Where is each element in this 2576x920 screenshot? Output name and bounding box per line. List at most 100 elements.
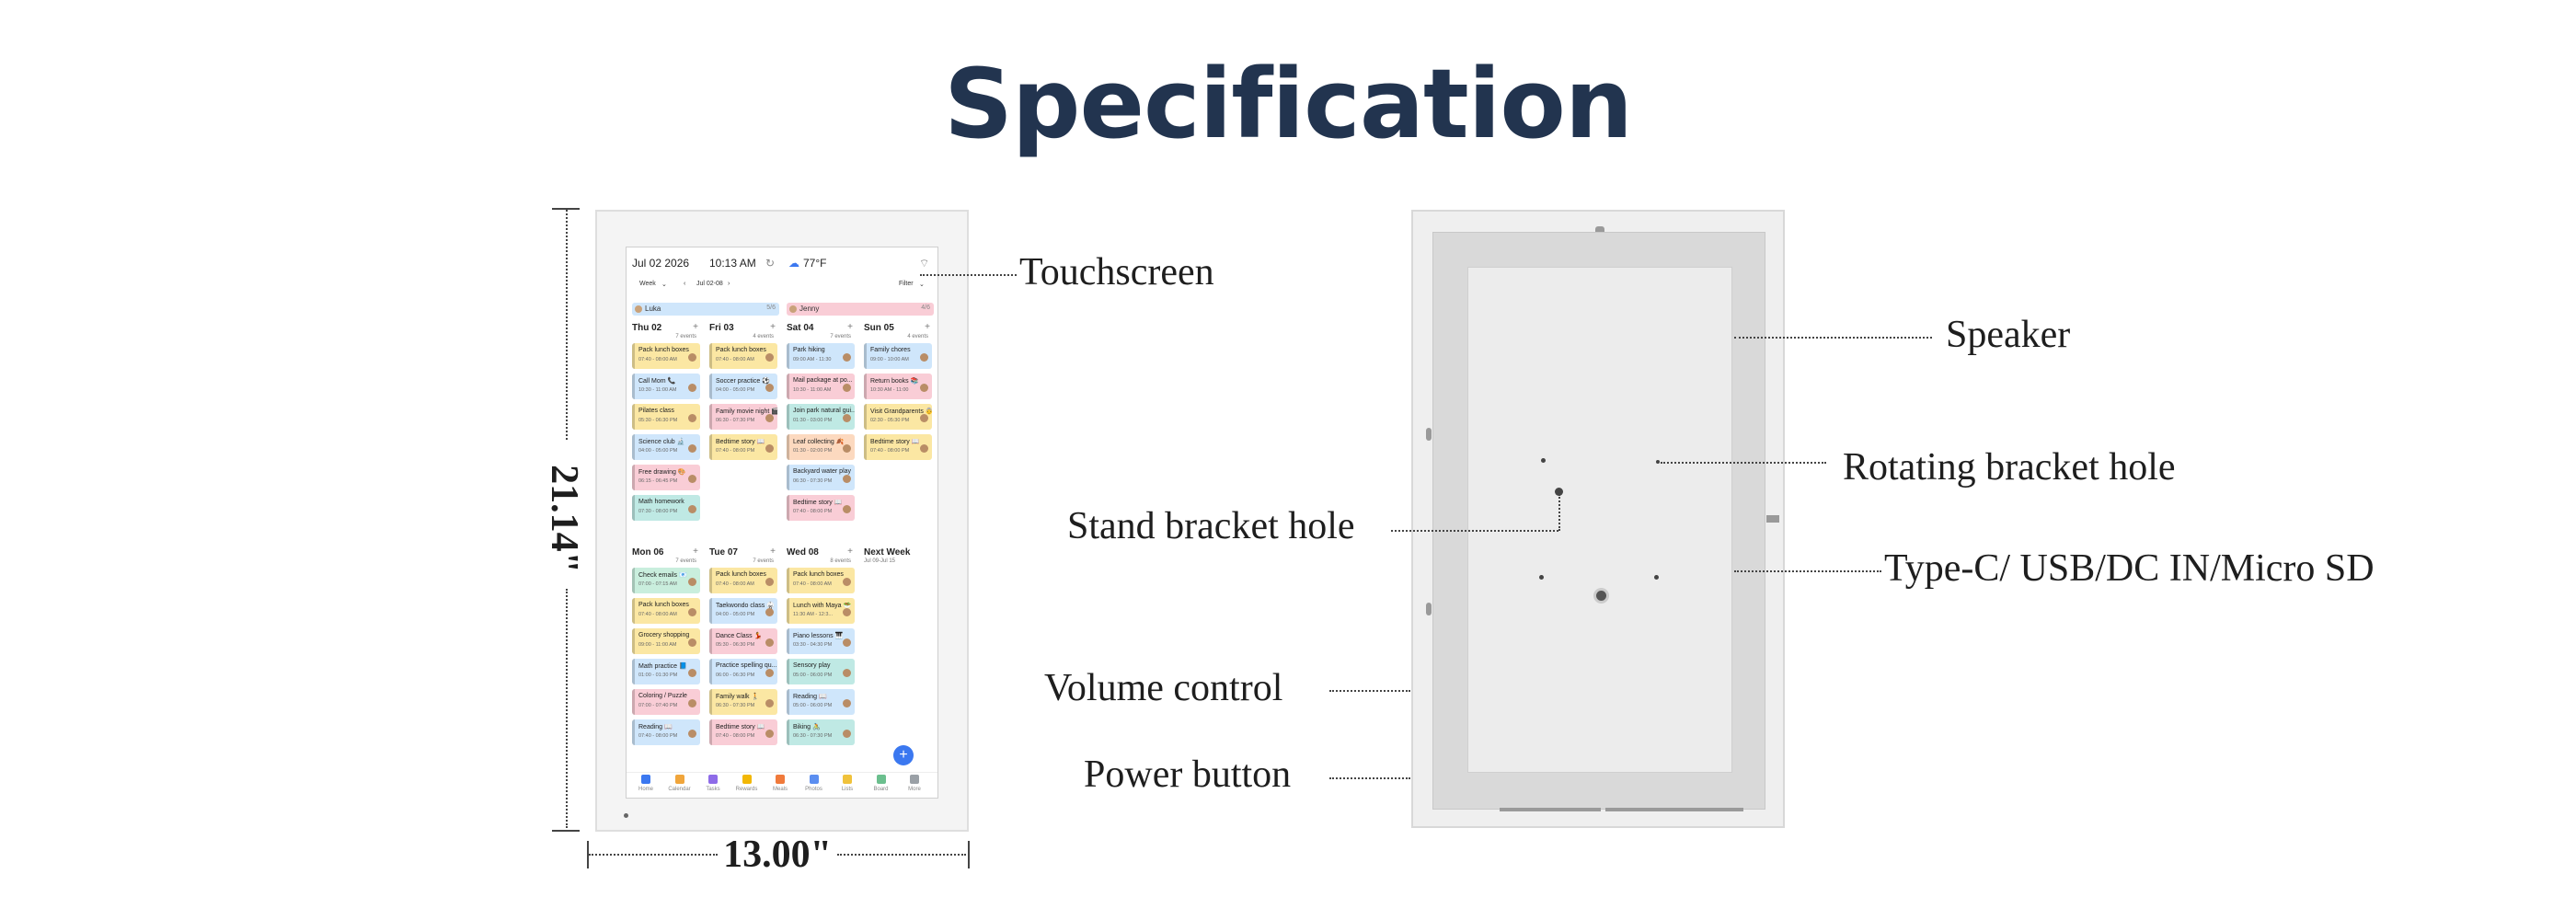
nav-item-rewards[interactable]: Rewards: [733, 775, 761, 792]
event-card[interactable]: Call Mom 📞10:30 - 11:00 AM: [632, 374, 700, 399]
event-card[interactable]: Free drawing 🎨06:15 - 06:45 PM: [632, 465, 700, 490]
add-icon[interactable]: +: [847, 546, 853, 557]
event-card[interactable]: Bedtime story 📖07:40 - 08:00 PM: [787, 495, 855, 521]
stand-bracket-leader: [1391, 530, 1558, 532]
front-indicator-dot: [624, 813, 628, 818]
event-title: Practice spelling qu...: [716, 662, 777, 669]
nav-item-more[interactable]: More: [901, 775, 928, 792]
avatar: [688, 608, 696, 616]
avatar: [843, 578, 851, 586]
event-card[interactable]: Pack lunch boxes 07:40 - 08:00 AM: [632, 343, 700, 369]
nav-label: Lists: [841, 787, 854, 792]
avatar: [688, 384, 696, 392]
power-button-leader: [1329, 777, 1410, 779]
event-time: 05:30 - 06:30 PM: [716, 642, 755, 648]
nav-item-meals[interactable]: Meals: [766, 775, 794, 792]
add-icon[interactable]: +: [847, 322, 853, 332]
event-card[interactable]: Family movie night 🎬06:30 - 07:30 PM: [709, 404, 777, 430]
event-time: 06:30 - 07:30 PM: [793, 733, 833, 739]
avatar: [688, 578, 696, 586]
nav-item-photos[interactable]: Photos: [800, 775, 828, 792]
event-title: Reading 📖: [793, 694, 827, 700]
avatar: [843, 475, 851, 483]
event-title: Join park natural gui...: [793, 408, 855, 414]
avatar: [688, 669, 696, 677]
event-card[interactable]: Practice spelling qu...06:00 - 06:30 PM: [709, 659, 777, 684]
event-card[interactable]: Reading 📖07:40 - 08:00 PM: [632, 719, 700, 745]
event-card[interactable]: Bedtime story 📖07:40 - 08:00 PM: [709, 719, 777, 745]
event-title: Bedtime story 📖: [793, 500, 843, 506]
add-icon[interactable]: +: [693, 322, 698, 332]
event-card[interactable]: Lunch with Maya 🥗11:30 AM - 12:3...: [787, 598, 855, 624]
event-card[interactable]: Return books 📚10:30 AM - 11:00: [864, 374, 932, 399]
event-card[interactable]: Taekwondo class 🥋04:00 - 05:00 PM: [709, 598, 777, 624]
avatar: [688, 730, 696, 738]
event-card[interactable]: Mail package at po...10:30 - 11:00 AM: [787, 374, 855, 399]
nav-item-calendar[interactable]: Calendar: [666, 775, 694, 792]
nav-icon: [910, 775, 919, 784]
nav-item-home[interactable]: Home: [632, 775, 660, 792]
event-card[interactable]: Reading 📖05:00 - 06:00 PM: [787, 689, 855, 715]
event-card[interactable]: Bedtime story 📖07:40 - 08:00 PM: [864, 434, 932, 460]
person-tag-jenny[interactable]: Jenny 4/6: [787, 303, 934, 316]
event-card[interactable]: Check emails 📧07:00 - 07:15 AM: [632, 568, 700, 593]
event-card[interactable]: Family walk 🚶06:30 - 07:30 PM: [709, 689, 777, 715]
day-name: Tue 07+: [709, 546, 776, 558]
event-card[interactable]: Biking 🚴06:30 - 07:30 PM: [787, 719, 855, 745]
event-time: 10:30 - 11:00 AM: [793, 387, 832, 393]
event-card[interactable]: Soccer practice ⚽04:00 - 05:00 PM: [709, 374, 777, 399]
event-card[interactable]: Leaf collecting 🍂01:30 - 02:00 PM: [787, 434, 855, 460]
nav-item-tasks[interactable]: Tasks: [699, 775, 727, 792]
event-card[interactable]: Dance Class 💃05:30 - 06:30 PM: [709, 628, 777, 654]
next-week-icon[interactable]: ›: [728, 281, 730, 287]
day-name: Next Week: [864, 547, 911, 558]
add-icon[interactable]: +: [693, 546, 698, 557]
day-event-count: 7 events: [675, 334, 696, 339]
add-icon[interactable]: +: [770, 546, 776, 557]
event-title: Pack lunch boxes: [638, 347, 689, 353]
event-time: 07:40 - 08:00 AM: [638, 357, 677, 362]
add-icon[interactable]: +: [925, 322, 930, 332]
event-card[interactable]: Science club 🔬04:00 - 05:00 PM: [632, 434, 700, 460]
nav-item-lists[interactable]: Lists: [834, 775, 861, 792]
add-icon[interactable]: +: [770, 322, 776, 332]
person-tag-luka[interactable]: Luka 5/6: [632, 303, 779, 316]
prev-week-icon[interactable]: ‹: [684, 281, 686, 287]
event-title: Check emails 📧: [638, 572, 687, 579]
day-name: Wed 08+: [787, 546, 853, 558]
weather-text: 77°F: [803, 257, 827, 270]
event-title: Grocery shopping: [638, 632, 690, 638]
event-time: 06:30 - 07:30 PM: [716, 703, 755, 708]
event-time: 09:00 AM - 11:30: [793, 357, 832, 362]
view-select[interactable]: Week: [639, 281, 656, 287]
event-card[interactable]: Piano lessons 🎹03:30 - 04:30 PM: [787, 628, 855, 654]
event-title: Science club 🔬: [638, 439, 685, 445]
add-event-button[interactable]: +: [893, 745, 914, 765]
nav-item-board[interactable]: Board: [868, 775, 895, 792]
day-name: Thu 02+: [632, 322, 698, 333]
nav-label: Tasks: [706, 787, 720, 792]
view-chevron-icon: ⌄: [661, 282, 667, 288]
day-event-count: 7 events: [830, 334, 851, 339]
event-card[interactable]: Math practice 📘01:00 - 01:30 PM: [632, 659, 700, 684]
nav-label: Home: [638, 787, 653, 792]
day-event-count: 7 events: [753, 558, 774, 564]
event-card[interactable]: Join park natural gui...01:30 - 03:00 PM: [787, 404, 855, 430]
stand-bracket-leader-vertical: [1558, 494, 1560, 531]
event-card[interactable]: Visit Grandparents 👵02:30 - 05:30 PM: [864, 404, 932, 430]
filter-button[interactable]: Filter: [899, 281, 914, 287]
nav-label: Photos: [805, 787, 822, 792]
event-card[interactable]: Bedtime story 📖07:40 - 08:00 PM: [709, 434, 777, 460]
